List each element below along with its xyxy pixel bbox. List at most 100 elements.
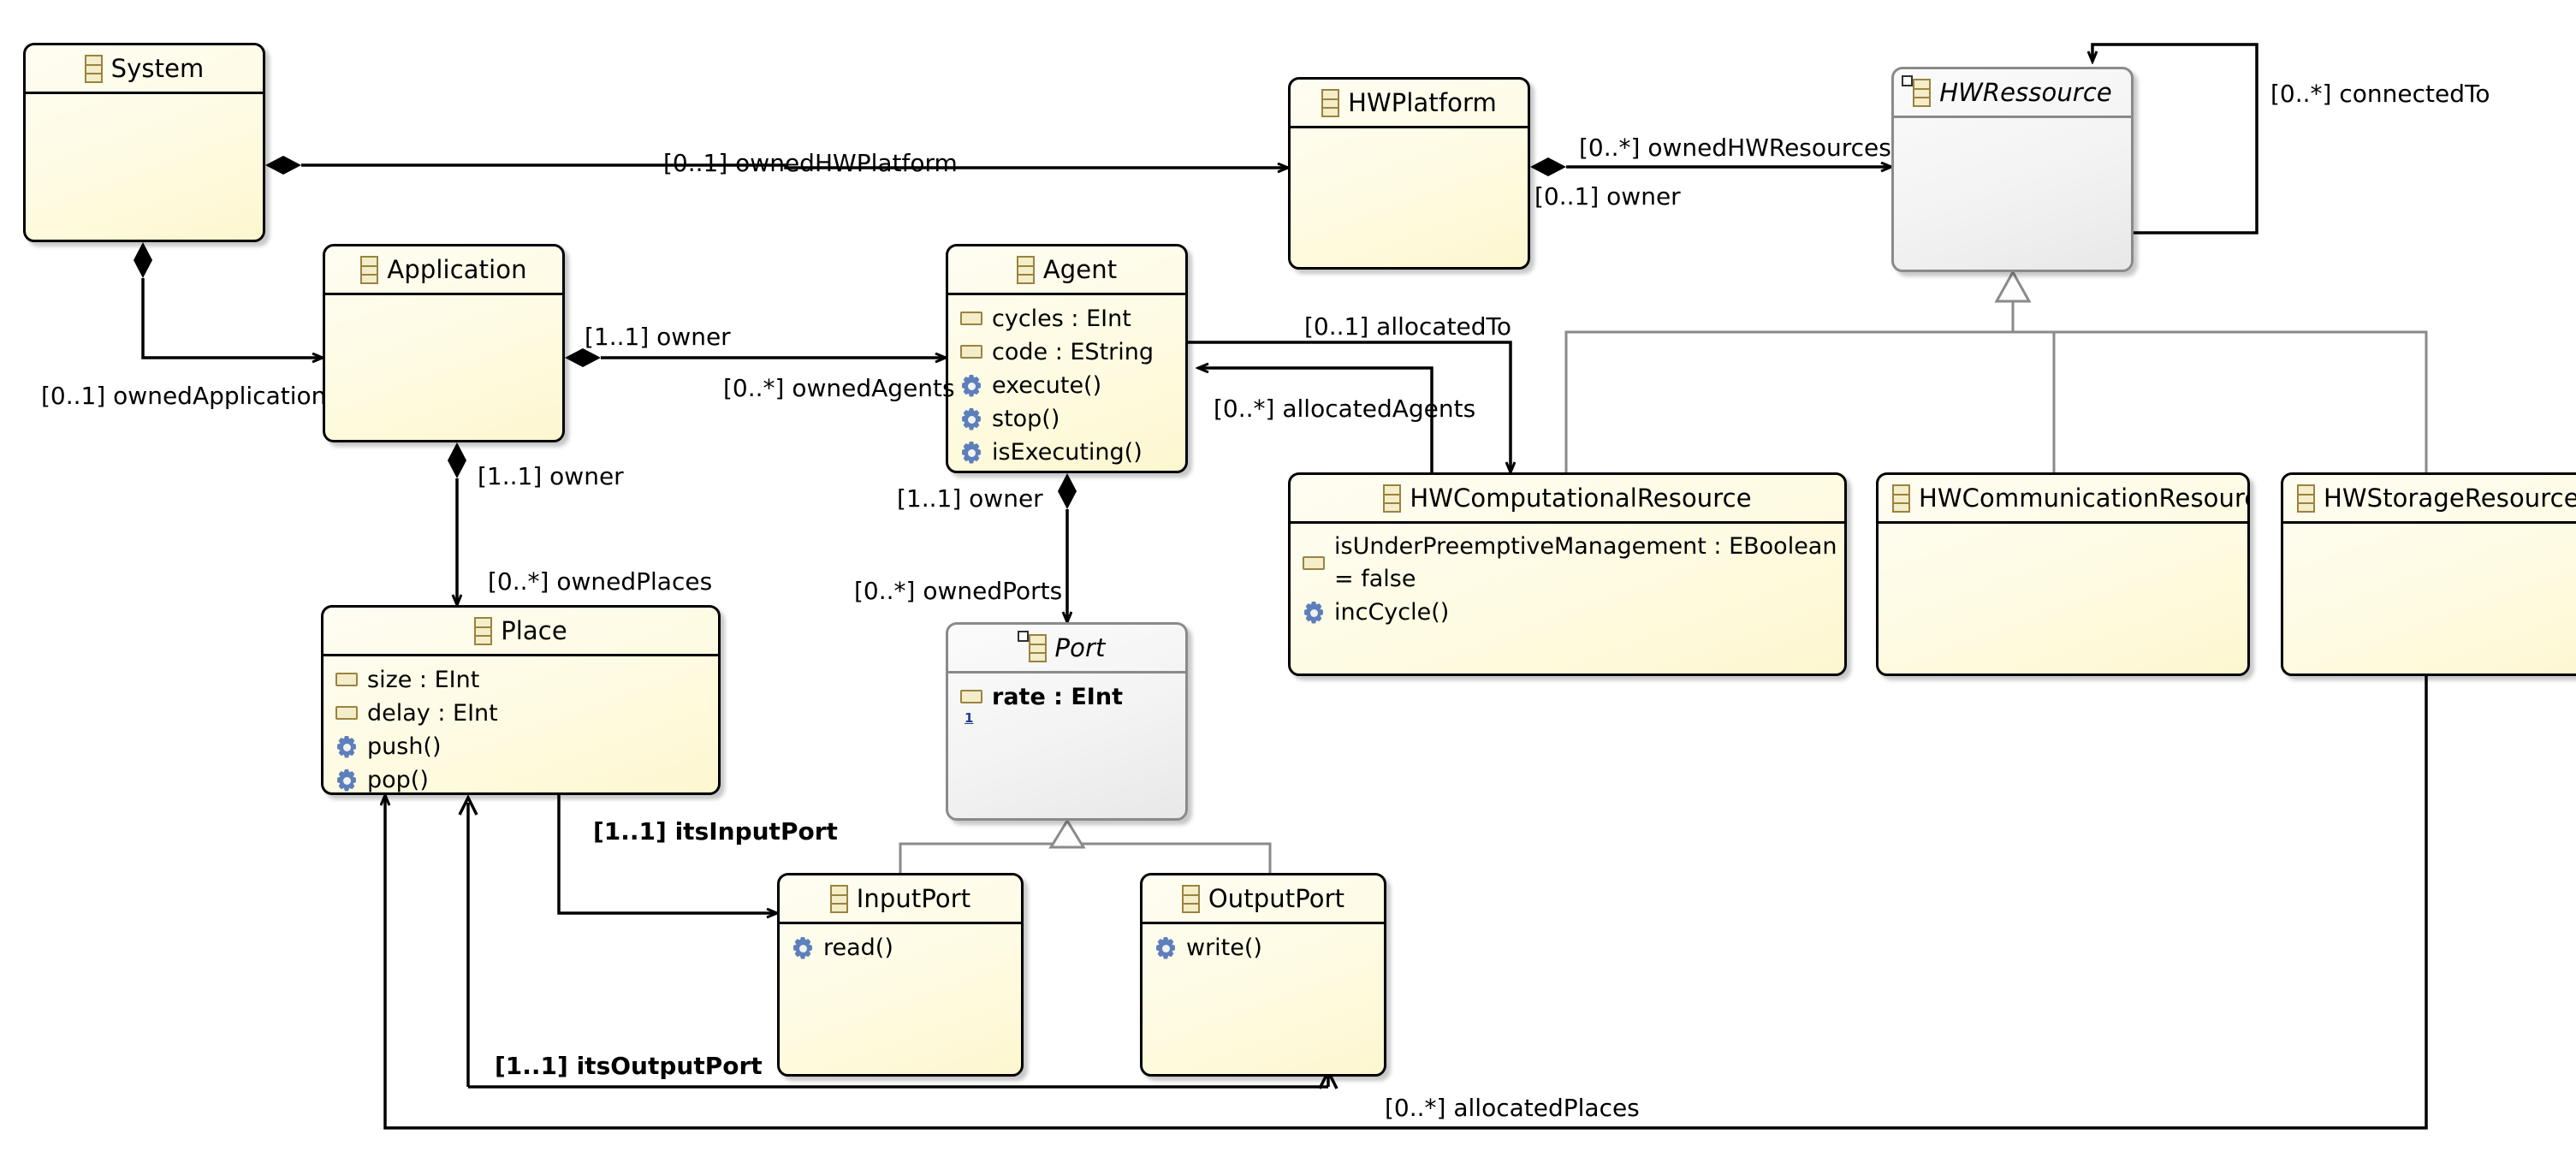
class-separator	[1143, 922, 1384, 924]
class-members: size : EInt delay : EInt push() pop()	[323, 656, 718, 792]
class-separator	[2283, 521, 2576, 524]
class-header-hwressource: HWRessource	[1894, 69, 2131, 116]
class-icon	[1028, 633, 1047, 662]
attribute-row: cycles : EInt	[960, 302, 1185, 335]
abstract-marker-icon	[1017, 630, 1029, 642]
generalization-hw-ressource	[1564, 269, 2428, 472]
class-name: HWRessource	[1939, 78, 2112, 107]
edge-label-allocated-places: [0..*] allocatedPlaces	[1385, 1094, 1640, 1122]
edge-allocated-agents	[1198, 368, 1433, 472]
class-icon	[474, 616, 493, 645]
class-members	[2283, 524, 2576, 531]
class-name: Application	[387, 255, 527, 284]
class-box-hwplatform[interactable]: HWPlatform	[1288, 77, 1530, 270]
class-name: OutputPort	[1208, 884, 1345, 913]
edge-allocated-places	[385, 676, 2428, 1130]
edge-label-owned-hw-resources: [0..*] ownedHWResources	[1579, 134, 1891, 162]
class-separator	[948, 293, 1185, 295]
class-icon	[2297, 484, 2315, 513]
class-box-hwcommunicationresource[interactable]: HWCommunicationResource	[1876, 472, 2250, 676]
edge-label-owned-agents: [0..*] ownedAgents	[723, 374, 955, 402]
operation-icon	[792, 937, 814, 959]
edge-owned-ports	[1058, 473, 1077, 622]
abstract-marker-icon	[1902, 74, 1914, 86]
key-attribute-icon	[960, 690, 982, 735]
attribute-icon	[960, 345, 982, 359]
operation-icon	[960, 442, 982, 464]
operation-icon	[960, 408, 982, 430]
operation-icon	[960, 375, 982, 397]
attribute-text-wrap: isUnderPreemptiveManagement : EBoolean =…	[1334, 533, 1837, 592]
class-box-agent[interactable]: Agent cycles : EInt code : EString execu…	[946, 244, 1188, 473]
class-icon	[1181, 884, 1200, 913]
class-name: InputPort	[856, 884, 971, 913]
operation-icon	[335, 736, 358, 758]
class-box-system[interactable]: System	[23, 43, 265, 242]
class-separator	[325, 293, 562, 295]
edge-label-its-input-port: [1..1] itsInputPort	[593, 817, 838, 846]
class-name: HWPlatform	[1348, 88, 1497, 117]
class-box-hwcomputationalresource[interactable]: HWComputationalResource isUnderPreemptiv…	[1288, 472, 1847, 676]
class-icon	[360, 255, 379, 284]
edge-owned-agents	[565, 348, 946, 367]
class-separator	[1291, 126, 1528, 128]
edge-label-owner-port: [1..1] owner	[897, 484, 1043, 513]
class-box-hwressource[interactable]: HWRessource	[1891, 67, 2134, 272]
edge-label-owned-ports: [0..*] ownedPorts	[854, 577, 1063, 605]
abstract-class-icon	[1017, 630, 1047, 662]
edge-owned-hw-platform	[265, 156, 1288, 175]
operation-row: push()	[335, 730, 718, 763]
class-header-inputport: InputPort	[780, 875, 1021, 922]
class-separator	[780, 922, 1021, 924]
operation-row: stop()	[960, 402, 1185, 436]
attribute-icon	[960, 312, 982, 325]
class-icon	[1913, 78, 1932, 107]
class-header-agent: Agent	[948, 246, 1185, 293]
class-header-outputport: OutputPort	[1143, 875, 1384, 922]
class-box-outputport[interactable]: OutputPort write()	[1140, 873, 1386, 1077]
class-name: Place	[501, 616, 567, 645]
operation-row: read()	[792, 931, 1021, 964]
class-box-hwstorageresource[interactable]: HWStorageResource	[2281, 472, 2576, 676]
edge-label-its-output-port: [1..1] itsOutputPort	[495, 1052, 763, 1080]
class-box-port[interactable]: Port rate : EInt	[946, 622, 1188, 821]
class-box-application[interactable]: Application	[323, 244, 565, 442]
class-name: HWCommunicationResource	[1919, 484, 2250, 513]
operation-icon	[1154, 937, 1177, 959]
abstract-class-icon	[1902, 74, 1932, 107]
edge-label-allocated-to: [0..1] allocatedTo	[1304, 312, 1512, 341]
class-icon	[84, 54, 103, 83]
edge-label-allocated-agents: [0..*] allocatedAgents	[1214, 395, 1476, 423]
class-header-place: Place	[323, 608, 718, 654]
edge-owned-places	[448, 442, 466, 605]
attribute-row: delay : EInt	[335, 697, 718, 730]
edge-allocated-to	[1188, 341, 1511, 472]
operation-row: write()	[1154, 931, 1384, 964]
class-header-application: Application	[325, 246, 562, 293]
class-icon	[1892, 484, 1910, 513]
class-members	[26, 94, 263, 101]
operation-icon	[335, 769, 358, 792]
class-separator	[323, 654, 718, 656]
edge-label-connected-to: [0..*] connectedTo	[2270, 80, 2490, 108]
class-box-place[interactable]: Place size : EInt delay : EInt push() po…	[321, 605, 721, 795]
edge-label-owned-places: [0..*] ownedPlaces	[488, 567, 713, 596]
operation-row: isExecuting()	[960, 436, 1185, 469]
class-members	[1894, 118, 2131, 125]
class-header-hwcommunicationresource: HWCommunicationResource	[1879, 475, 2247, 521]
class-separator	[1894, 116, 2131, 118]
attribute-row: code : EString	[960, 335, 1185, 369]
attribute-row: rate : EInt	[960, 680, 1185, 735]
class-members: rate : EInt	[948, 674, 1185, 735]
class-box-inputport[interactable]: InputPort read()	[777, 873, 1024, 1077]
edge-label-owned-hw-platform: [0..1] ownedHWPlatform	[663, 149, 958, 177]
class-name: HWStorageResource	[2324, 484, 2576, 513]
edge-label-owner-place: [1..1] owner	[478, 462, 624, 490]
class-members: isUnderPreemptiveManagement : EBoolean =…	[1291, 524, 1844, 629]
operation-row: pop()	[335, 763, 718, 792]
edge-owned-hw-resources	[1530, 157, 1891, 176]
class-separator	[1879, 521, 2247, 524]
edge-label-owner-agent: [1..1] owner	[585, 323, 731, 351]
